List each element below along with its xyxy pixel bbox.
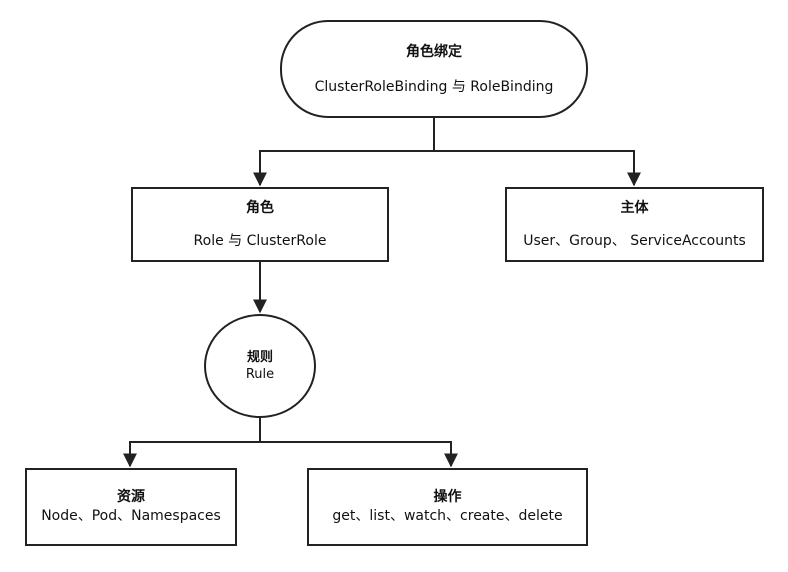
subject-node: 主体 User、Group、 ServiceAccounts — [505, 187, 764, 262]
operations-title: 操作 — [433, 489, 462, 505]
resources-subtitle: Node、Pod、Namespaces — [41, 508, 221, 524]
role-binding-title: 角色绑定 — [406, 43, 462, 60]
role-title: 角色 — [246, 200, 274, 216]
rule-node: 规则 Rule — [204, 314, 316, 418]
subject-subtitle: User、Group、 ServiceAccounts — [523, 233, 746, 249]
rule-subtitle: Rule — [245, 367, 275, 382]
role-binding-subtitle: ClusterRoleBinding 与 RoleBinding — [314, 78, 554, 95]
resources-node: 资源 Node、Pod、Namespaces — [25, 468, 237, 546]
role-subtitle: Role 与 ClusterRole — [193, 233, 327, 249]
edge-rule-to-resources — [123, 418, 261, 468]
rule-title: 规则 — [246, 350, 273, 365]
operations-subtitle: get、list、watch、create、delete — [332, 508, 563, 524]
edge-binding-to-role — [253, 118, 435, 187]
operations-node: 操作 get、list、watch、create、delete — [307, 468, 588, 546]
subject-title: 主体 — [620, 200, 649, 216]
resources-title: 资源 — [117, 489, 145, 505]
role-node: 角色 Role 与 ClusterRole — [131, 187, 389, 262]
role-binding-node: 角色绑定 ClusterRoleBinding 与 RoleBinding — [280, 20, 588, 118]
edge-binding-to-subject — [434, 150, 641, 187]
edge-rule-to-operations — [260, 441, 458, 468]
